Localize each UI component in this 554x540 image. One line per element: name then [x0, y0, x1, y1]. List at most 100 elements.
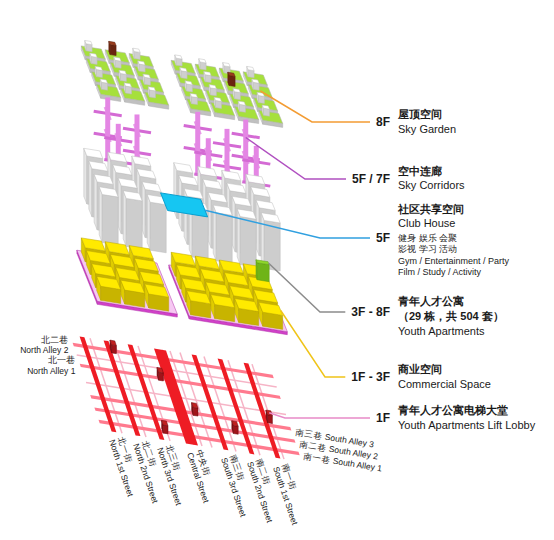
floor-level: 5F / 7F	[352, 172, 390, 186]
roof-box-top	[124, 83, 131, 87]
roof-box-front	[115, 60, 121, 68]
leader-line	[260, 91, 370, 122]
apartment-tower-front	[102, 195, 118, 246]
apartment-tower-side	[142, 182, 145, 238]
commercial-block-top	[97, 276, 121, 289]
tower-layer	[84, 148, 280, 271]
commercial-block-top	[134, 258, 158, 271]
apartment-tower-side	[147, 195, 150, 251]
alley-label-group: 北一巷North Alley 1	[27, 355, 75, 375]
commercial-block-top	[235, 299, 259, 312]
commercial-block-top	[230, 286, 254, 299]
leader-line	[269, 413, 370, 418]
roof-box-front	[234, 92, 240, 100]
apartment-tower-side	[261, 213, 264, 269]
floor-level: 1F	[376, 411, 390, 425]
roof-box-front	[96, 70, 102, 78]
roof-box-top	[262, 105, 269, 109]
apartment-tower-side	[208, 192, 211, 248]
layer-note: Gym / Entertainment / Party	[398, 256, 509, 267]
roof-box-front	[186, 84, 192, 92]
leader-lines	[205, 91, 370, 418]
roof-box-front	[181, 71, 187, 79]
commercial-block-top	[86, 251, 110, 264]
layer-title: 社区共享空间	[398, 203, 464, 216]
apartment-tower-top	[203, 179, 222, 189]
commercial-block-top	[110, 254, 134, 267]
apartment-tower-top	[256, 200, 275, 210]
apartment-tower-top	[99, 187, 118, 197]
roof-box-top	[238, 101, 245, 105]
apartment-tower-top	[174, 163, 193, 173]
commercial-block-top	[211, 295, 235, 308]
layer-note: 影视 学习 活动	[398, 244, 457, 255]
layer-title-en: Commercial Space	[398, 378, 491, 391]
commercial-block-top	[81, 238, 105, 251]
podium-base-top	[169, 265, 287, 332]
leader-line	[246, 138, 346, 180]
roof-box-top	[85, 41, 92, 45]
roof-box-front	[139, 64, 145, 72]
layer-title: 空中连廊	[398, 165, 442, 178]
apartment-tower-side	[123, 191, 126, 247]
plan-gridline	[252, 364, 284, 459]
roof-box-top	[138, 61, 145, 65]
apartment-tower-top	[208, 192, 227, 202]
street-label-group: 中央街Central Street	[184, 448, 220, 504]
apartment-tower-top	[179, 175, 198, 185]
commercial-block-top	[171, 252, 195, 265]
apartment-tower-top	[113, 165, 132, 175]
lift-lobby-front	[268, 415, 273, 424]
green-block-top	[256, 260, 269, 265]
roof-box-front	[134, 52, 140, 60]
apartment-tower-side	[232, 196, 235, 252]
apartment-tower-front	[216, 213, 232, 263]
lift-lobby-top	[157, 367, 163, 373]
roof-box-top	[180, 68, 187, 72]
roof-box-top	[209, 85, 216, 89]
alley-name: 南二巷	[299, 439, 327, 453]
layer-title-en: Club House	[398, 217, 455, 230]
commercial-block-top	[224, 273, 248, 286]
roof-box-front	[216, 101, 222, 109]
roof-box-top	[90, 53, 97, 57]
commercial-block-top	[145, 284, 169, 297]
layer-title-en: Sky Garden	[398, 123, 456, 136]
commercial-layer	[77, 238, 287, 335]
apartment-tower-top	[213, 205, 232, 215]
roof-box-front	[205, 75, 211, 83]
roof-stair-top	[228, 72, 235, 76]
commercial-block-top	[129, 246, 153, 259]
roof-box-top	[199, 59, 206, 63]
commercial-block-top	[219, 260, 243, 273]
roof-box-front	[253, 82, 259, 90]
leader-line	[281, 311, 346, 378]
apartment-tower-side	[118, 178, 121, 234]
roof-box-top	[148, 87, 155, 91]
lift-lobby-front	[163, 425, 168, 434]
roof-box-top	[143, 74, 150, 78]
green-block-front	[257, 263, 269, 282]
lift-lobby-front	[112, 345, 117, 354]
lift-lobby-front	[233, 426, 238, 435]
layer-title-en: Youth Apartments	[398, 325, 484, 338]
alley-label-group: 北二巷North Alley 2	[20, 335, 68, 355]
roof-box-top	[214, 97, 221, 101]
layer-note: 健身 娱乐 会聚	[398, 233, 457, 244]
apartment-tower-top	[118, 178, 137, 188]
leader-line	[269, 263, 346, 312]
roof-box-front	[192, 97, 198, 105]
apartment-tower-top	[227, 183, 246, 193]
roof-box-top	[223, 63, 230, 67]
alley-name: 北一巷	[27, 355, 75, 365]
apartment-tower-side	[99, 187, 102, 243]
apartment-tower-top	[108, 152, 127, 162]
apartment-tower-top	[198, 167, 217, 177]
street-band	[154, 348, 198, 445]
roof-box-front	[210, 88, 216, 96]
roof-box-top	[95, 66, 102, 70]
floor-level: 8F	[376, 115, 390, 129]
commercial-block-top	[140, 271, 164, 284]
layer-title: 青年人才公寓电梯大堂	[398, 404, 508, 417]
